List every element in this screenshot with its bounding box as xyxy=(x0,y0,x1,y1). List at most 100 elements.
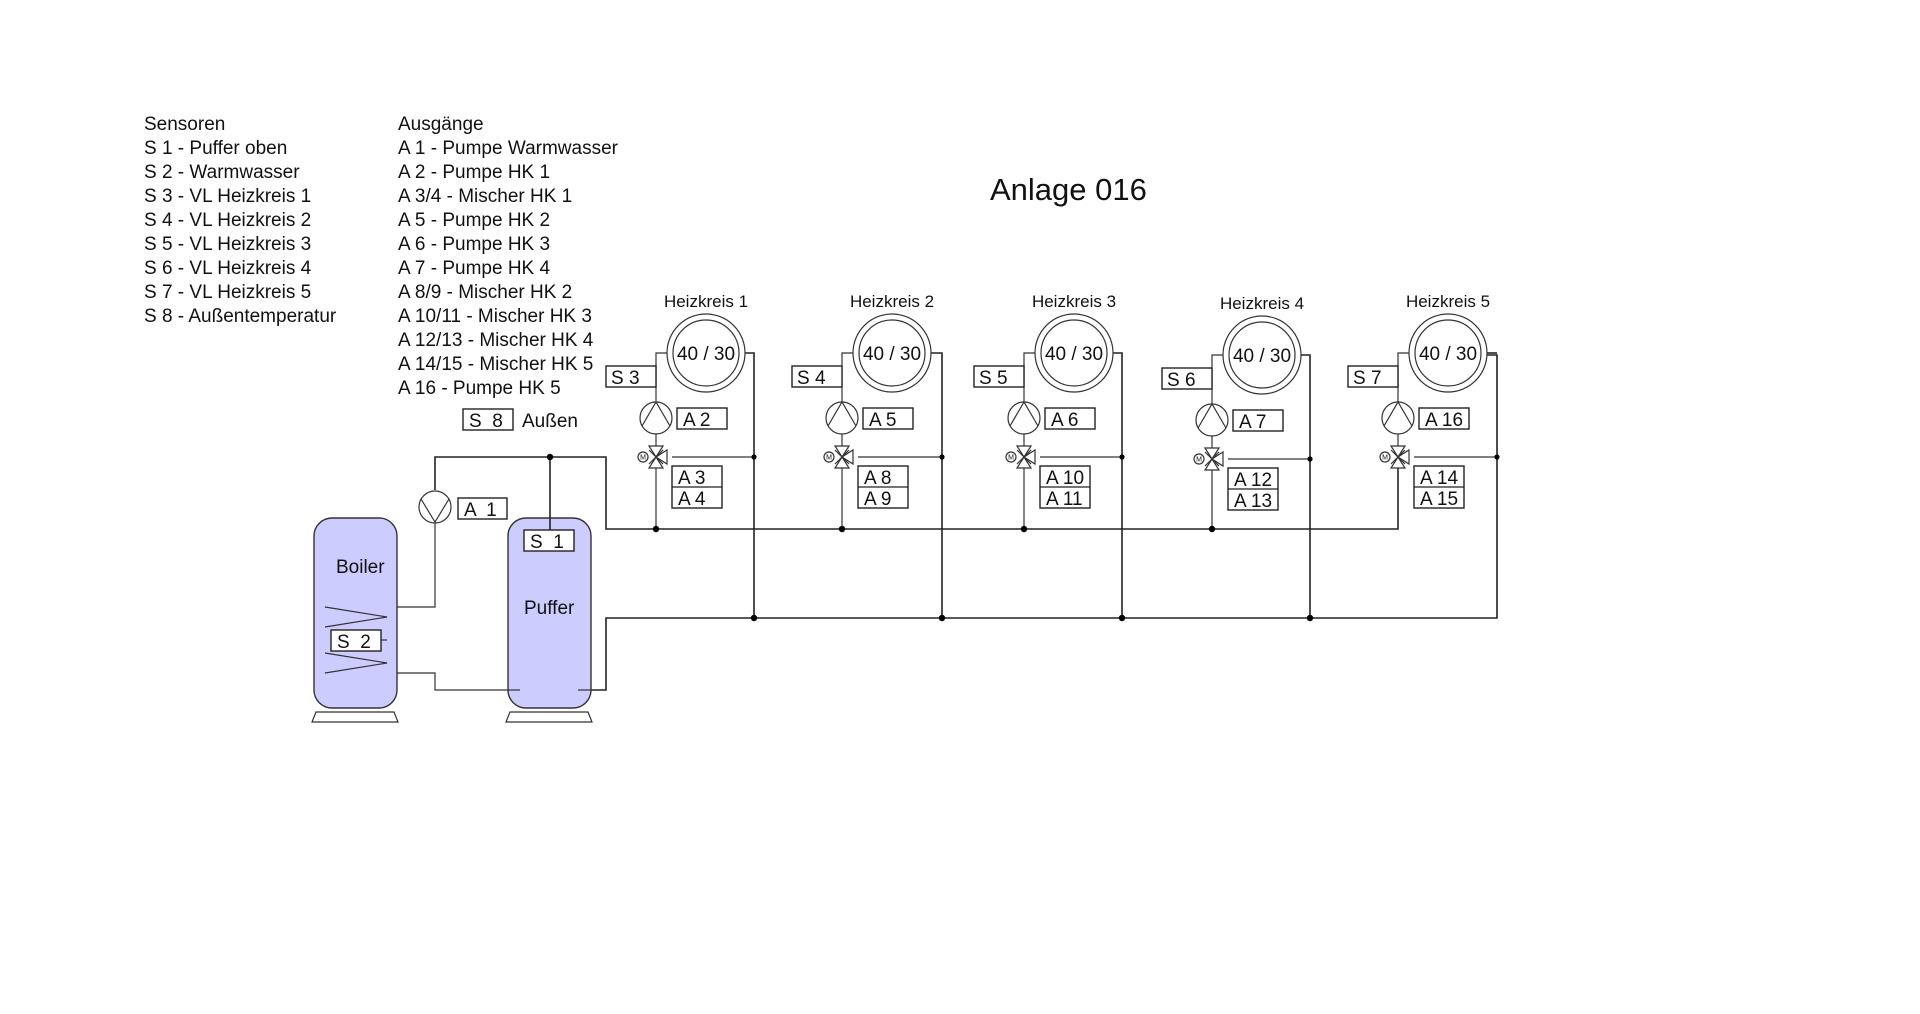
mixer-open-tag: A 3 xyxy=(678,468,705,489)
pump-arrow-icon xyxy=(1197,402,1227,429)
main-pipes xyxy=(325,354,1498,691)
heating-circuit-title: Heizkreis 5 xyxy=(1406,292,1490,311)
heating-circuits: Heizkreis 140 / 30S 3A 2MA 3A 4Heizkreis… xyxy=(605,292,1500,622)
outdoor-sensor-box xyxy=(462,408,514,431)
pump-arrow-icon xyxy=(1009,400,1039,427)
pump-icon xyxy=(825,401,859,435)
legend-output-item: A 1 - Pumpe Warmwasser xyxy=(398,138,619,159)
boiler-tank: Boiler S 2 xyxy=(311,517,399,723)
flow-sensor-tag: S 3 xyxy=(611,368,640,389)
flow-pipe xyxy=(841,352,853,529)
valve-motor-icon xyxy=(637,451,649,463)
legend-sensor-item: S 3 - VL Heizkreis 1 xyxy=(144,186,311,207)
mixer-close-tag: A 9 xyxy=(864,489,891,510)
legend-sensor-item: S 4 - VL Heizkreis 2 xyxy=(144,210,311,231)
flow-pipe xyxy=(1211,354,1223,529)
legend-output-item: A 7 - Pumpe HK 4 xyxy=(398,258,551,279)
dhw-pump-tag-box xyxy=(457,497,508,520)
pump-tag: A 6 xyxy=(1051,410,1078,431)
mixer-close-tag: A 13 xyxy=(1234,491,1272,512)
pump-icon xyxy=(1007,401,1041,435)
legend-outputs: Ausgänge A 1 - Pumpe Warmwasser A 2 - Pu… xyxy=(398,114,619,399)
pump-icon xyxy=(418,490,452,524)
valve-motor-glyph: M xyxy=(640,455,646,462)
buffer-sensor-box xyxy=(523,529,575,552)
mixing-valve-icon: M xyxy=(1193,447,1224,471)
valve-motor-glyph: M xyxy=(826,455,832,462)
mixer-open-tag: A 12 xyxy=(1234,470,1272,491)
radiator-inner xyxy=(1414,319,1482,387)
junction-dot xyxy=(1020,525,1028,533)
legend-sensor-item: S 2 - Warmwasser xyxy=(144,162,300,183)
legend-sensor-item: S 7 - VL Heizkreis 5 xyxy=(144,282,311,303)
pump-tag-box xyxy=(862,407,914,430)
flow-sensor-tag: S 4 xyxy=(797,368,826,389)
flow-sensor-box xyxy=(973,365,1025,388)
return-riser xyxy=(1301,354,1311,618)
valve-motor-glyph: M xyxy=(1382,455,1388,462)
return-riser xyxy=(1113,352,1123,618)
outdoor-sensor-label: Außen xyxy=(522,411,578,432)
pump-tag-box xyxy=(1232,409,1284,432)
coil-icon xyxy=(324,652,388,674)
buffer-tank: S 1 Puffer xyxy=(505,517,593,723)
pump-tag: A 2 xyxy=(683,410,710,431)
junction-dot xyxy=(1208,525,1216,533)
boiler-stand xyxy=(311,711,399,723)
flow-pipe xyxy=(655,352,667,529)
radiator-temperature: 40 / 30 xyxy=(1419,344,1477,365)
legend-sensor-item: S 8 - Außentemperatur xyxy=(144,306,337,327)
junction-dot xyxy=(546,453,554,461)
pump-arrow-icon xyxy=(827,400,857,427)
pump-tag-box xyxy=(676,407,728,430)
buffer-stand xyxy=(505,711,593,723)
heating-circuit-title: Heizkreis 3 xyxy=(1032,292,1116,311)
junction-dot xyxy=(1119,454,1125,460)
mixing-valve-icon: M xyxy=(1005,445,1036,469)
legend-outputs-heading: Ausgänge xyxy=(398,114,484,135)
radiator-inner xyxy=(1228,321,1296,389)
legend-output-item: A 8/9 - Mischer HK 2 xyxy=(398,282,572,303)
junction-dot xyxy=(938,614,946,622)
buffer-label: Puffer xyxy=(524,598,575,619)
dhw-pump: A 1 xyxy=(418,490,508,524)
flow-pipe xyxy=(1397,352,1409,529)
pump-icon xyxy=(639,401,673,435)
boiler-sensor-box xyxy=(330,629,382,652)
heating-circuit-1: Heizkreis 1 40 / 30 S 3 A 2 M A 3A 4 xyxy=(605,292,758,622)
valve-motor-icon xyxy=(1193,453,1205,465)
legend-sensors-heading: Sensoren xyxy=(144,114,225,135)
flow-sensor-box xyxy=(1347,365,1399,388)
legend-sensor-item: S 1 - Puffer oben xyxy=(144,138,287,159)
radiator-temperature: 40 / 30 xyxy=(677,344,735,365)
heating-circuit-2: Heizkreis 240 / 30S 4A 5MA 8A 9 xyxy=(791,292,946,622)
mixer-close-tag: A 4 xyxy=(678,489,706,510)
diagram-title: Anlage 016 xyxy=(990,172,1147,207)
legend-output-item: A 3/4 - Mischer HK 1 xyxy=(398,186,572,207)
buffer-sensor-tag: S 1 xyxy=(530,532,564,553)
legend-output-item: A 2 - Pumpe HK 1 xyxy=(398,162,550,183)
legend-output-item: A 6 - Pumpe HK 3 xyxy=(398,234,550,255)
valve-motor-icon xyxy=(823,451,835,463)
valve-motor-icon xyxy=(1379,451,1391,463)
heating-circuit-title: Heizkreis 2 xyxy=(850,292,934,311)
pump-icon xyxy=(1195,403,1229,437)
pump-tag: A 7 xyxy=(1239,412,1266,433)
outdoor-sensor: S 8 Außen xyxy=(462,408,578,432)
valve-motor-glyph: M xyxy=(1008,455,1014,462)
pump-arrow-icon xyxy=(641,400,671,427)
valve-motor-icon xyxy=(1005,451,1017,463)
legend-output-item: A 5 - Pumpe HK 2 xyxy=(398,210,550,231)
pump-tag: A 16 xyxy=(1425,410,1463,431)
mixing-valve-icon: M xyxy=(823,445,854,469)
valve-motor-glyph: M xyxy=(1196,457,1202,464)
flow-pipe xyxy=(1023,352,1035,529)
mixer-close-tag: A 11 xyxy=(1046,489,1083,510)
flow-sensor-tag: S 5 xyxy=(979,368,1008,389)
boiler-label: Boiler xyxy=(336,557,385,578)
radiator-inner xyxy=(1040,319,1108,387)
outdoor-sensor-tag: S 8 xyxy=(469,411,503,432)
pump-icon xyxy=(1381,401,1415,435)
heating-circuit-title: Heizkreis 1 xyxy=(664,292,748,311)
